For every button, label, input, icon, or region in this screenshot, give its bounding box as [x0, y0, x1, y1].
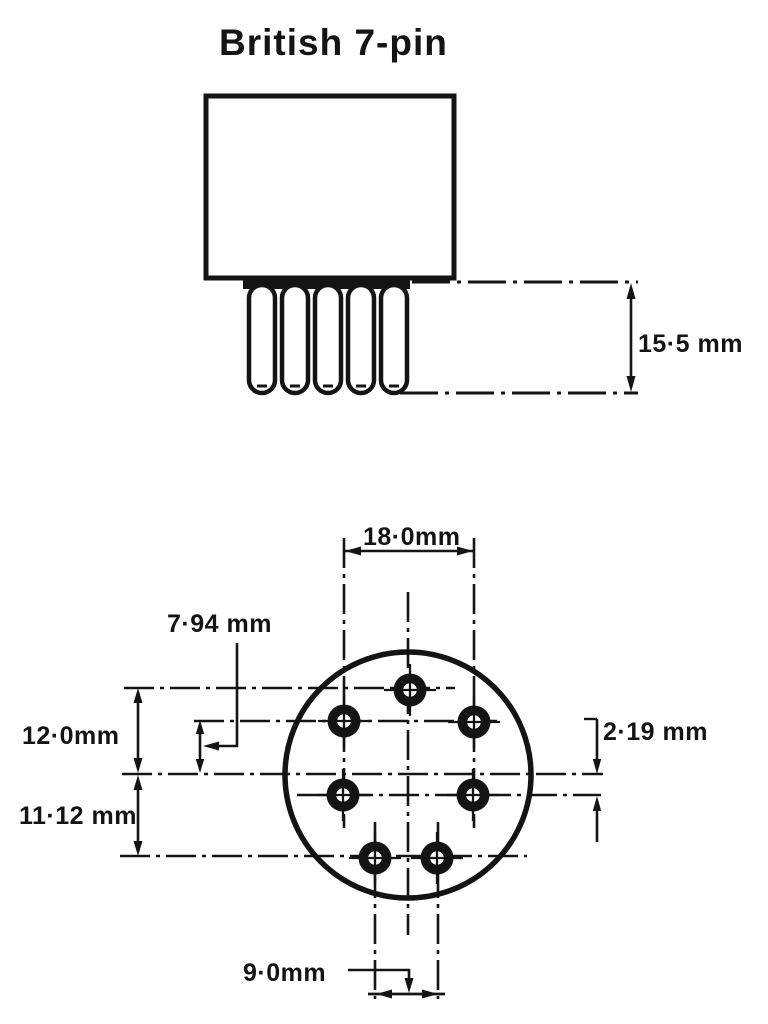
- valve-body-outline: [203, 93, 457, 281]
- arrowhead-left: [345, 546, 361, 556]
- dimension-label-bottom-pin-span: 9·0mm: [243, 959, 326, 987]
- arrowhead-left: [203, 741, 219, 751]
- side-pin-2: [279, 282, 311, 396]
- base-circle-outline: [282, 649, 534, 901]
- side-view-pins: [246, 282, 410, 396]
- dimension-label-pin-length: 15·5 mm: [638, 330, 743, 358]
- dimension-label-top-pin-to-centre: 12·0mm: [22, 722, 120, 750]
- side-pin-5: [378, 282, 410, 396]
- arrowhead-right: [457, 546, 473, 556]
- side-pin-1: [246, 282, 278, 396]
- arrowhead-up: [133, 688, 143, 703]
- side-pin-3: [312, 282, 344, 396]
- dimension-centre-to-mid-row: 2·19 mm: [584, 717, 708, 842]
- arrowhead-down: [404, 978, 414, 993]
- dimension-label-upper-pin-span: 18·0mm: [363, 523, 461, 551]
- arrowhead-right: [422, 989, 438, 999]
- dimension-label-centre-to-mid-row: 2·19 mm: [603, 718, 708, 746]
- bottom-view: 18·0mm 12·0mm 11·12 mm 7·94 mm: [19, 523, 708, 999]
- arrowhead-down: [592, 759, 602, 774]
- dimension-label-upper-row-to-centre: 7·94 mm: [167, 610, 272, 638]
- dimension-label-centre-to-bottom-row: 11·12 mm: [19, 802, 137, 830]
- side-view: 15·5 mm: [203, 93, 743, 396]
- arrowhead-left: [376, 989, 392, 999]
- arrowhead-up: [195, 720, 205, 734]
- arrowhead-up: [592, 796, 602, 811]
- arrowhead-up: [626, 283, 636, 299]
- pin-crosshairs: [317, 664, 500, 884]
- dimension-bottom-pin-span: 9·0mm: [243, 959, 445, 999]
- arrowhead-down: [133, 841, 143, 856]
- dimension-upper-row-to-centre: 7·94 mm: [167, 610, 272, 773]
- arrowhead-down: [195, 759, 205, 773]
- dimension-top-pin-to-centre: 12·0mm: [22, 688, 143, 773]
- dimension-centre-to-bottom-row: 11·12 mm: [19, 775, 143, 856]
- side-pin-4: [345, 282, 377, 396]
- arrowhead-up: [133, 775, 143, 790]
- arrowhead-down: [133, 758, 143, 773]
- arrowhead-down: [626, 376, 636, 392]
- leader-line: [348, 968, 411, 978]
- page-title: British 7-pin: [219, 22, 448, 63]
- leader-line: [208, 643, 239, 748]
- dimension-pin-length: 15·5 mm: [626, 283, 743, 392]
- dimension-upper-pin-span: 18·0mm: [345, 523, 473, 556]
